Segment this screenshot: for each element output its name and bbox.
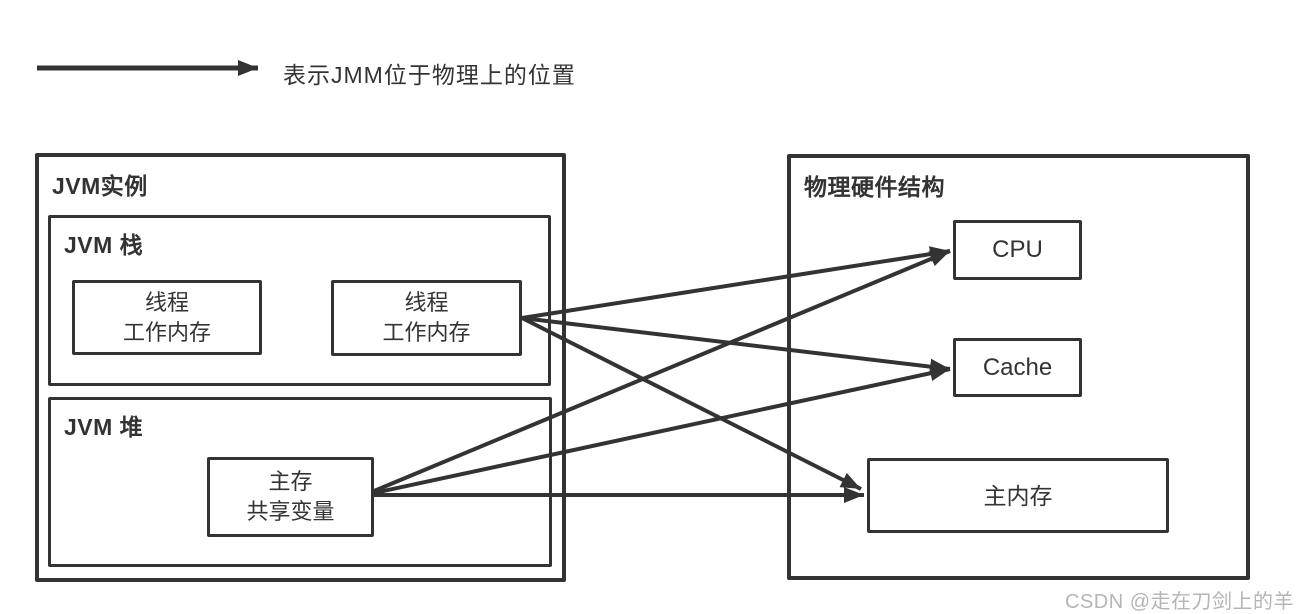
cpu-box: CPU bbox=[953, 220, 1082, 280]
cpu-label: CPU bbox=[992, 236, 1043, 263]
main-mem-shared-vars-box: 主存 共享变量 bbox=[207, 457, 374, 537]
thread-workmem-2-line2: 工作内存 bbox=[382, 320, 471, 345]
main-mem-shared-vars-line1: 主存 bbox=[268, 469, 313, 494]
physical-hardware-title: 物理硬件结构 bbox=[804, 174, 945, 200]
thread-workmem-1-line2: 工作内存 bbox=[122, 319, 211, 345]
main-mem-shared-vars-line2: 共享变量 bbox=[246, 499, 335, 524]
jvm-heap-title: JVM 堆 bbox=[64, 414, 144, 440]
thread-workmem-1-box: 线程 工作内存 bbox=[72, 280, 262, 355]
cache-label: Cache bbox=[982, 353, 1053, 381]
main-memory-box: 主内存 bbox=[867, 458, 1169, 533]
legend-label: 表示JMM位于物理上的位置 bbox=[283, 62, 576, 88]
main-memory-label: 主内存 bbox=[983, 482, 1053, 509]
thread-workmem-2-box: 线程 工作内存 bbox=[331, 280, 522, 356]
jvm-stack-title: JVM 栈 bbox=[64, 232, 144, 258]
thread-workmem-2-line1: 线程 bbox=[404, 290, 449, 315]
watermark: CSDN @走在刀剑上的羊 bbox=[1064, 591, 1294, 613]
cache-box: Cache bbox=[953, 338, 1082, 397]
jvm-instance-title: JVM实例 bbox=[52, 173, 148, 199]
thread-workmem-1-line1: 线程 bbox=[144, 289, 189, 315]
